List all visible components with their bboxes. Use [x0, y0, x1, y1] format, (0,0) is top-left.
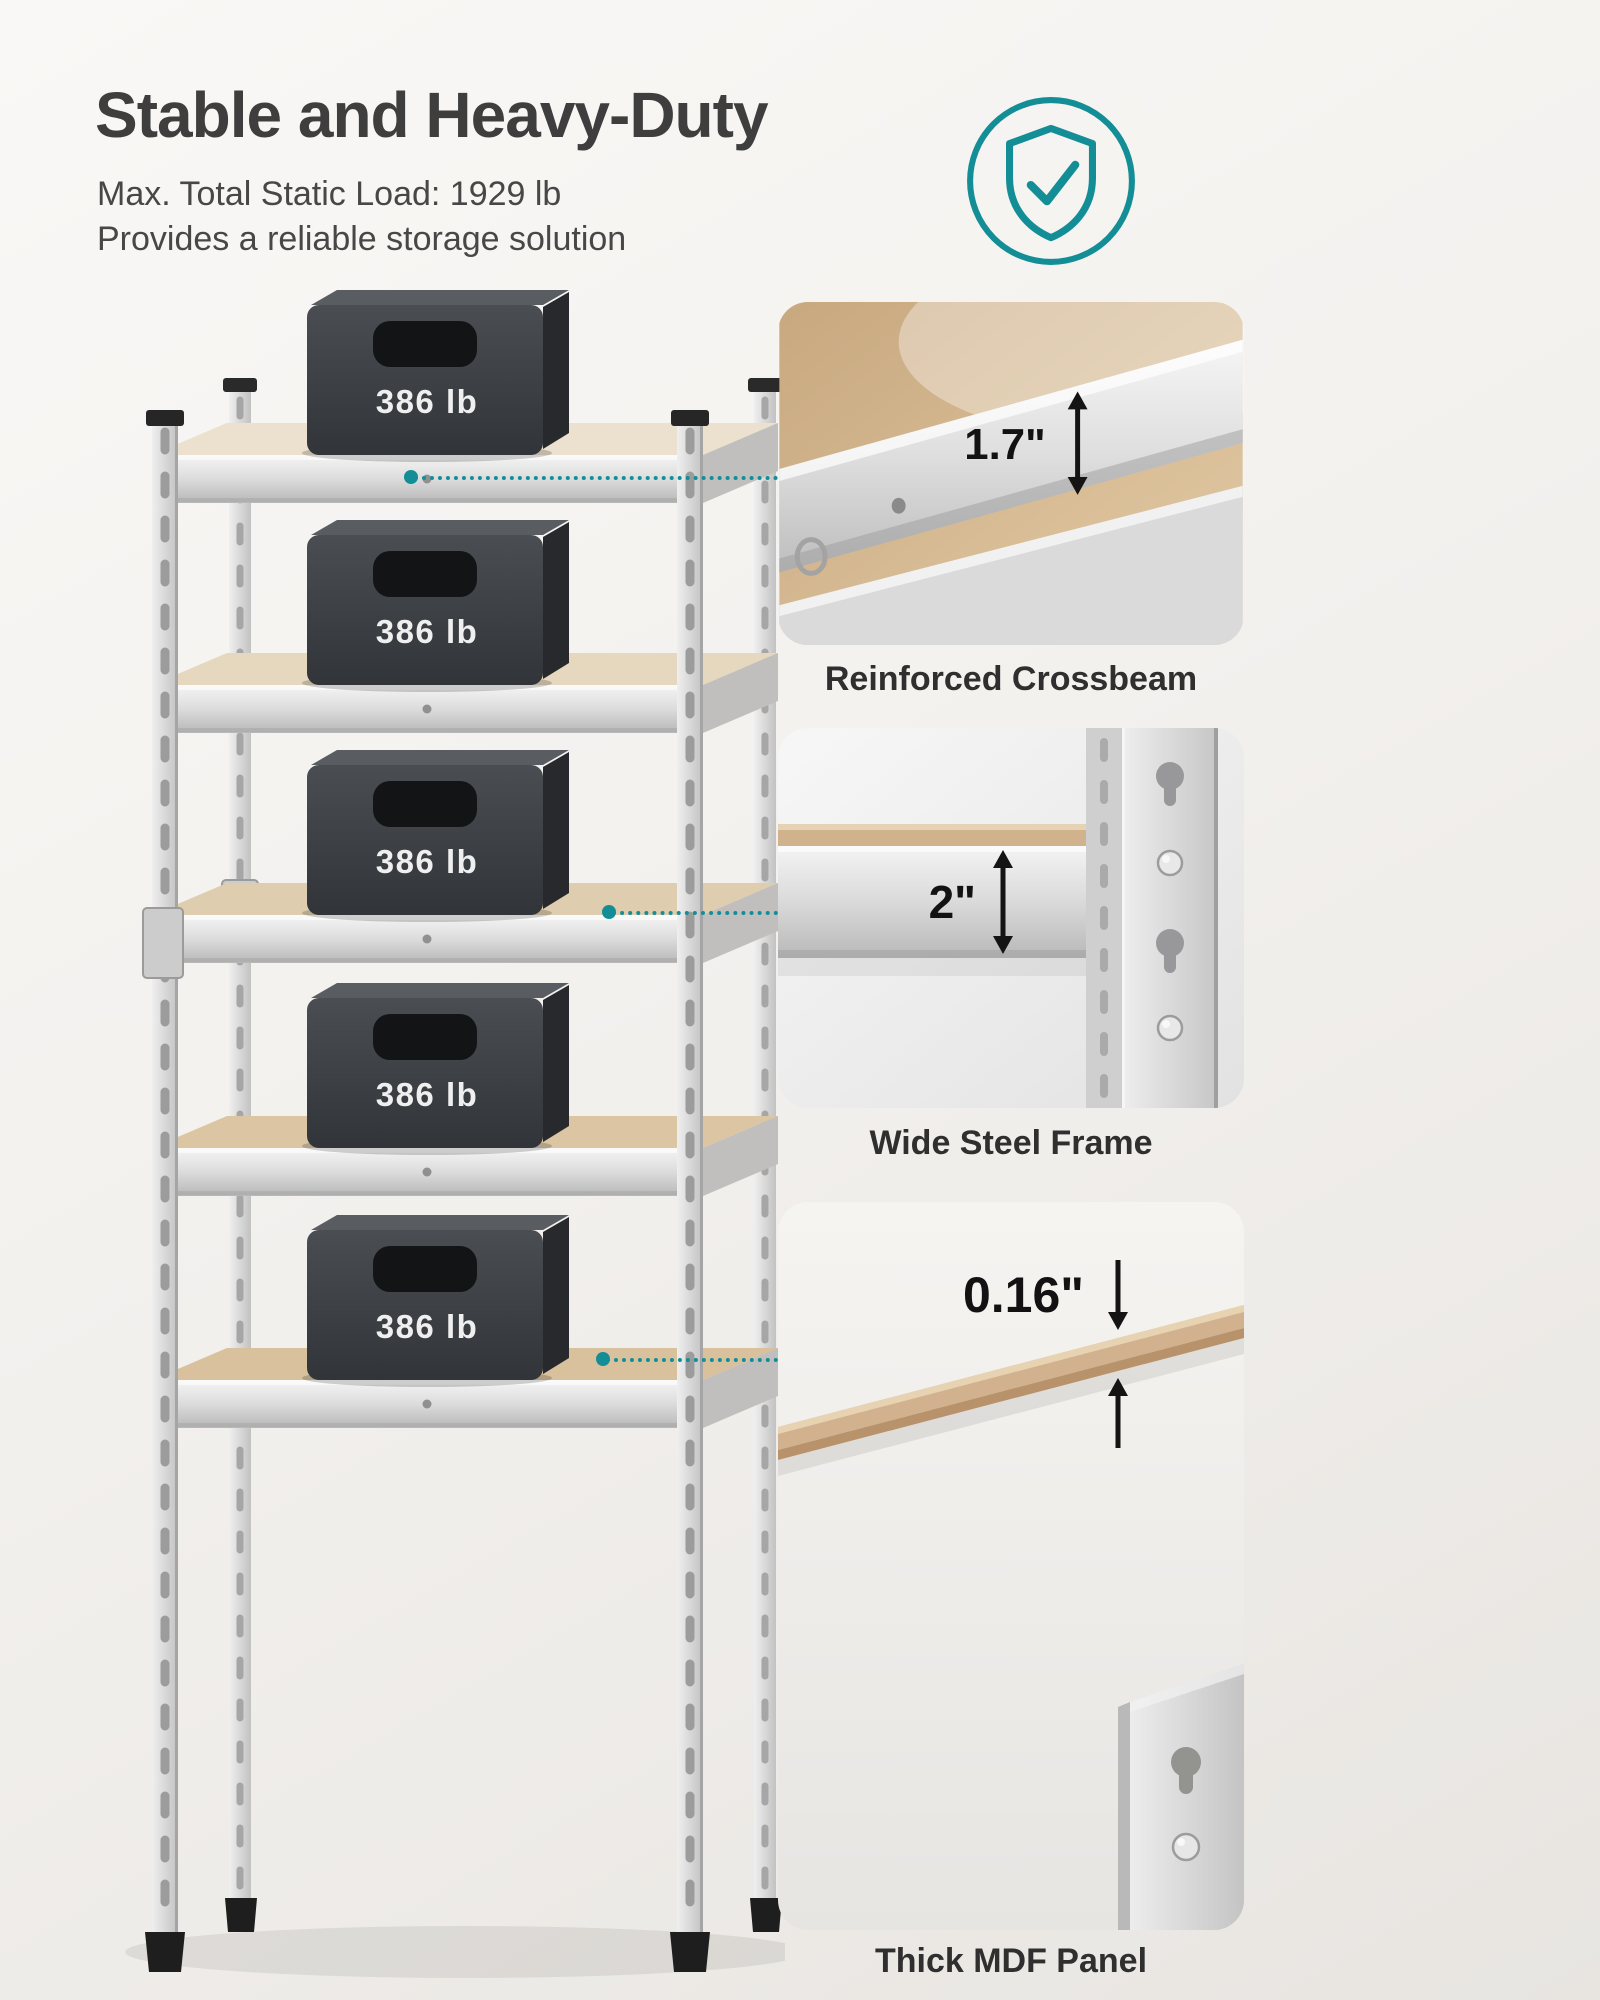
weight-label: 386 lb — [376, 843, 479, 880]
front-posts — [142, 410, 709, 1932]
subtitle-line-2: Provides a reliable storage solution — [97, 219, 627, 258]
weight-label: 386 lb — [376, 383, 479, 420]
weight-label: 386 lb — [376, 1308, 479, 1345]
page-title: Stable and Heavy-Duty — [95, 79, 769, 151]
callout-dot-1 — [404, 470, 418, 484]
mdf-panel-detail-card: 0.16" — [778, 1202, 1244, 1930]
subtitle: Max. Total Static Load: 1929 lb Provides… — [97, 172, 626, 262]
measurement-1-7-in: 1.7" — [964, 391, 1088, 495]
upright-post — [1086, 728, 1218, 1108]
crossbeam-detail-card: 1.7" — [778, 302, 1244, 645]
weight-block: 386 lb — [302, 983, 569, 1155]
subtitle-line-1: Max. Total Static Load: 1929 lb — [97, 175, 562, 213]
svg-text:1.7": 1.7" — [964, 420, 1046, 469]
weight-block: 386 lb — [302, 750, 569, 922]
weight-label: 386 lb — [376, 1076, 479, 1113]
weight-block: 386 lb — [302, 290, 569, 462]
floor-shadow — [125, 1926, 805, 1978]
shield-check-icon — [967, 97, 1135, 265]
callout-connector-1 — [414, 476, 778, 480]
weight-block: 386 lb — [302, 520, 569, 692]
steel-frame-detail-card: 2" — [778, 728, 1244, 1108]
measurement-0-16-in: 0.16" — [963, 1260, 1128, 1448]
corner-bracket — [1118, 1664, 1244, 1930]
measurement-2-in: 2" — [929, 850, 1013, 954]
post-feet — [145, 1898, 782, 1972]
weight-label: 386 lb — [376, 613, 479, 650]
shelving-unit-illustration: 386 lb 386 lb — [85, 280, 805, 1980]
svg-text:2": 2" — [929, 876, 976, 928]
weight-block: 386 lb — [302, 1215, 569, 1387]
caption-thick-mdf-panel: Thick MDF Panel — [874, 1942, 1148, 1980]
caption-reinforced-crossbeam: Reinforced Crossbeam — [824, 660, 1198, 698]
callout-dot-3 — [596, 1352, 610, 1366]
caption-wide-steel-frame: Wide Steel Frame — [869, 1124, 1153, 1162]
callout-connector-3 — [606, 1358, 778, 1362]
svg-text:0.16": 0.16" — [963, 1267, 1084, 1323]
callout-connector-2 — [612, 911, 778, 915]
quality-badge — [962, 92, 1140, 270]
callout-dot-2 — [602, 905, 616, 919]
